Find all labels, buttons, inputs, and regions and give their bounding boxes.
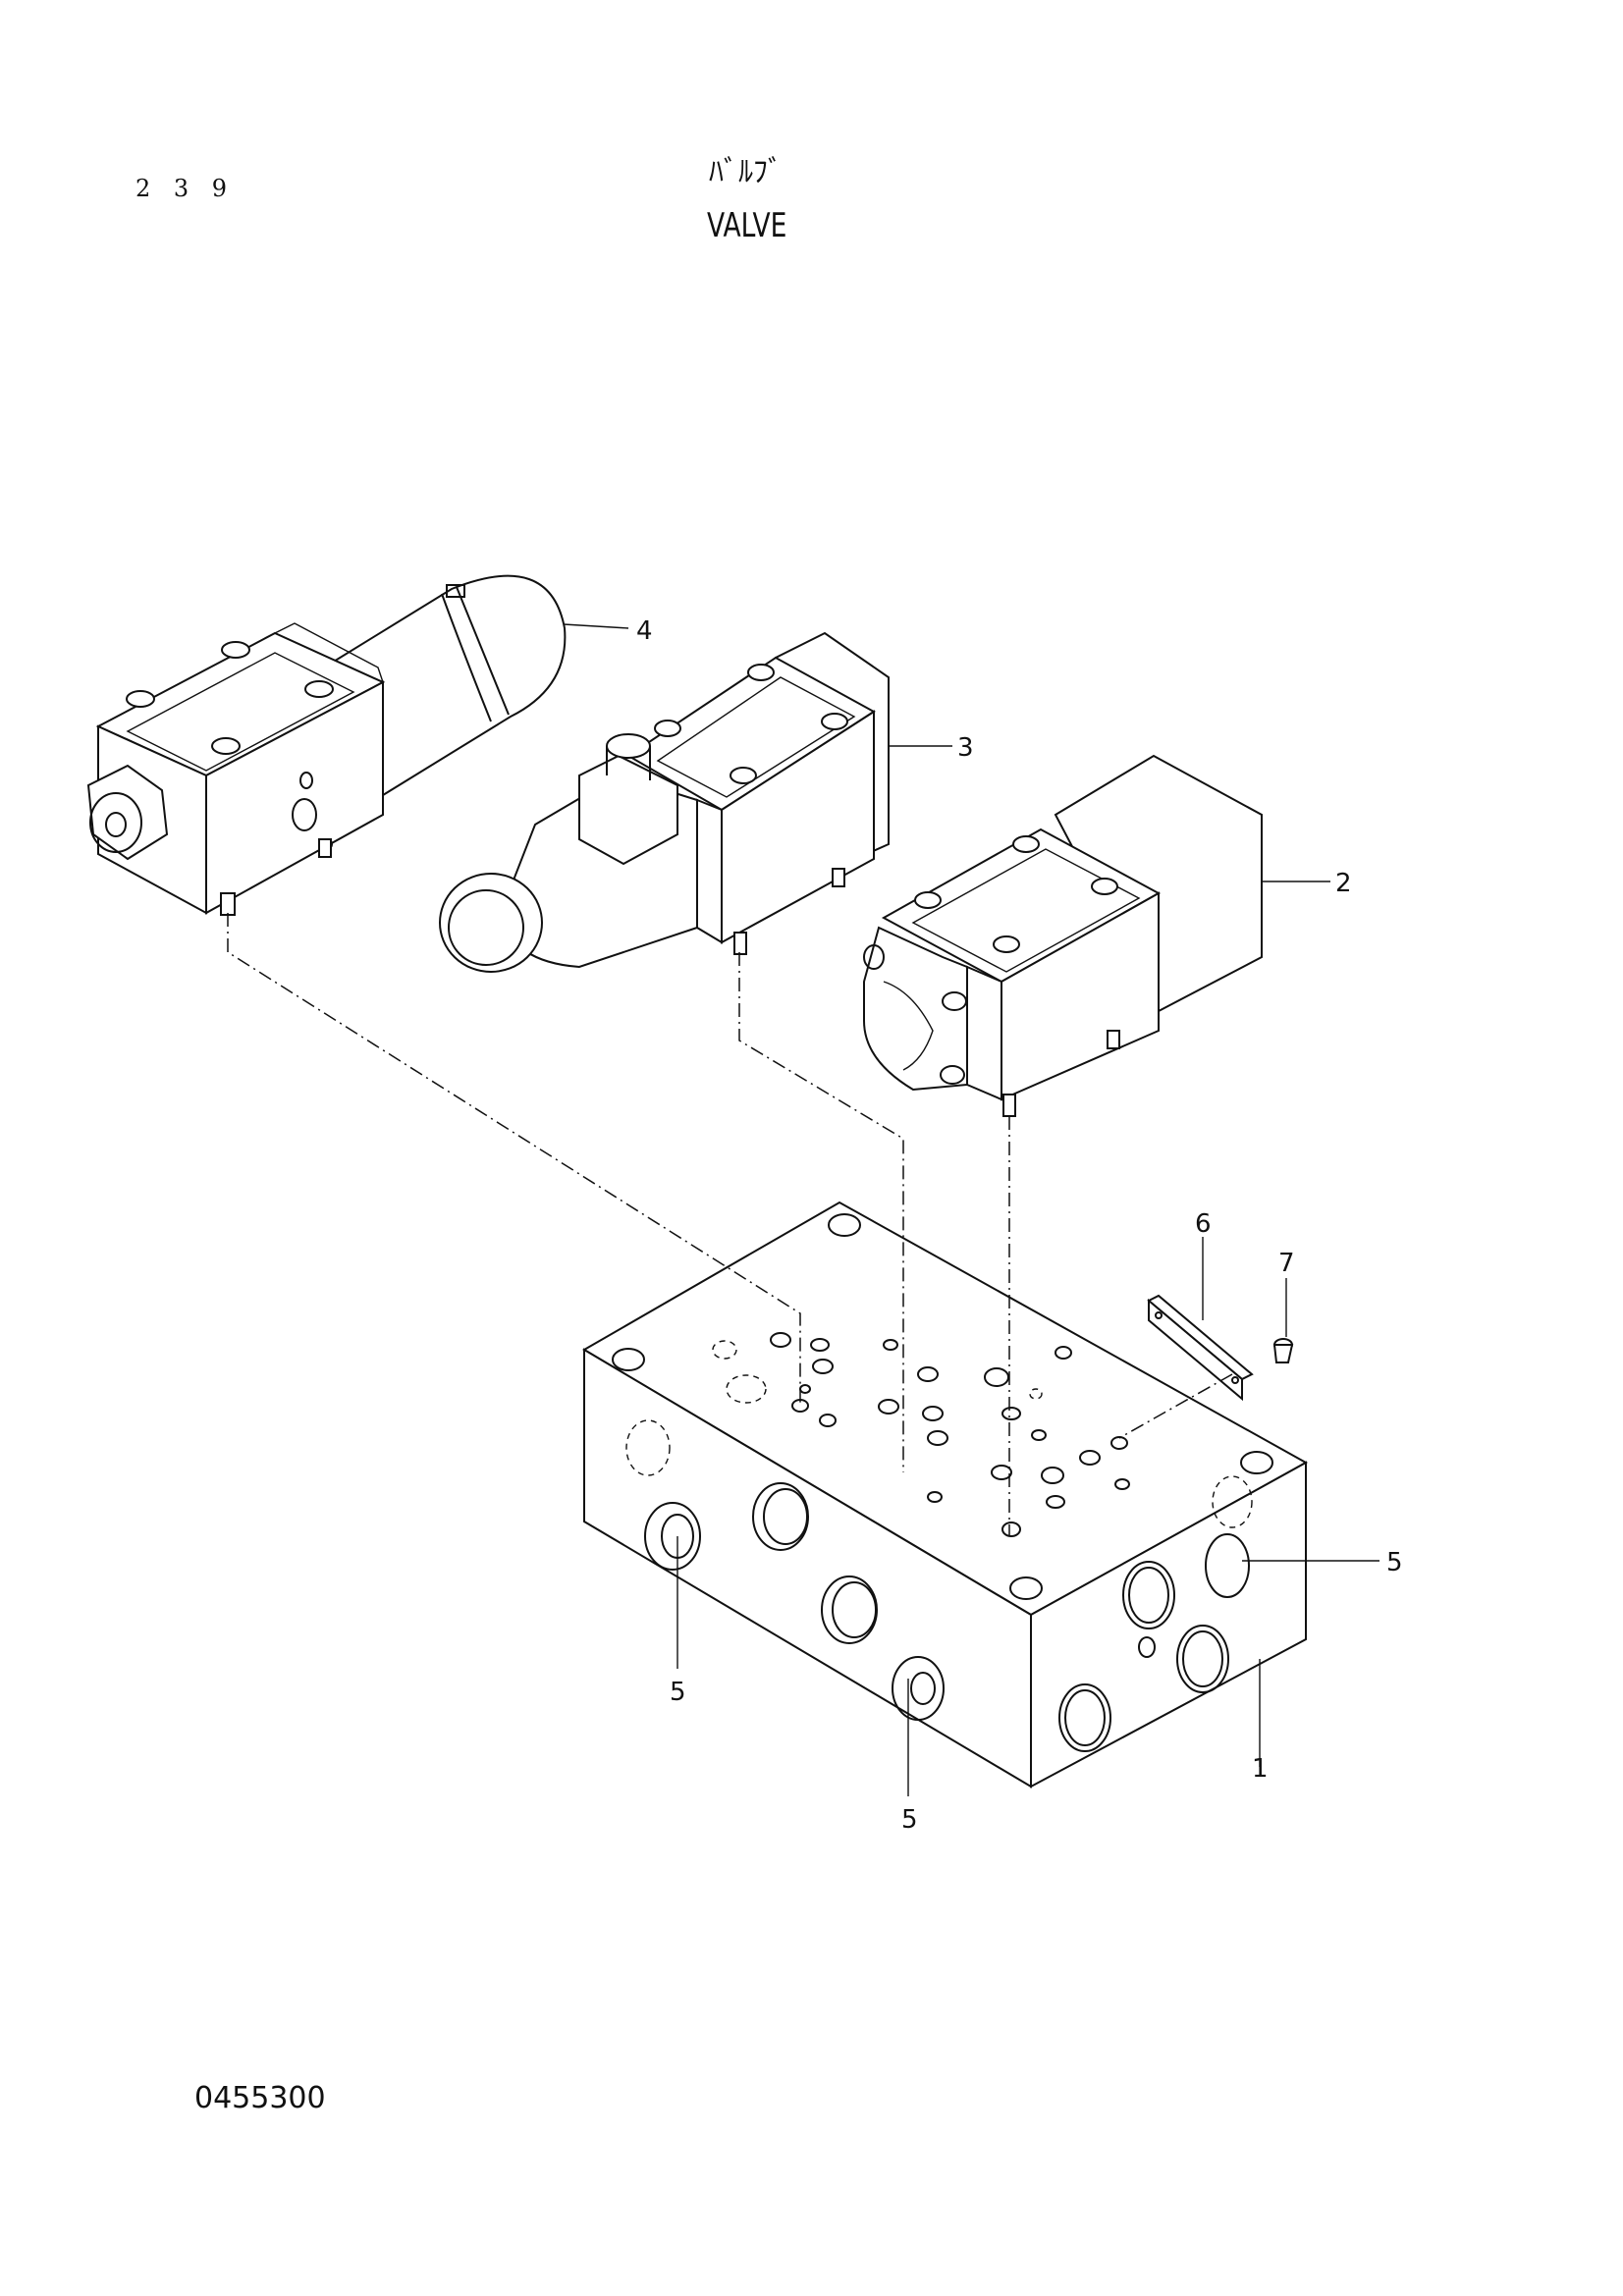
callout-5-left: 5 bbox=[670, 1678, 686, 1707]
page-number: 2 3 9 bbox=[135, 175, 236, 202]
callout-7: 7 bbox=[1278, 1249, 1295, 1278]
callout-5-right: 5 bbox=[1386, 1548, 1403, 1577]
title-japanese: ﾊﾞﾙﾌﾞ bbox=[709, 155, 783, 189]
callout-4: 4 bbox=[636, 616, 653, 646]
callout-3: 3 bbox=[957, 733, 974, 763]
callout-5-bottom: 5 bbox=[901, 1805, 918, 1835]
leader-lines bbox=[563, 623, 1380, 1796]
solenoid-valve-part-4 bbox=[86, 574, 567, 916]
title-english: VALVE bbox=[707, 206, 787, 245]
callout-1: 1 bbox=[1252, 1754, 1269, 1784]
nameplate-part-6 bbox=[1147, 1294, 1254, 1402]
valve-part-2 bbox=[863, 754, 1263, 1117]
callout-6: 6 bbox=[1195, 1209, 1212, 1239]
manifold-block-part-1 bbox=[582, 1201, 1309, 1789]
screw-part-7 bbox=[1272, 1338, 1294, 1363]
document-number: 0455300 bbox=[194, 2081, 326, 2115]
callout-2: 2 bbox=[1335, 869, 1352, 898]
assembly-lines bbox=[227, 913, 1233, 1536]
solenoid-valve-part-3 bbox=[439, 631, 890, 973]
